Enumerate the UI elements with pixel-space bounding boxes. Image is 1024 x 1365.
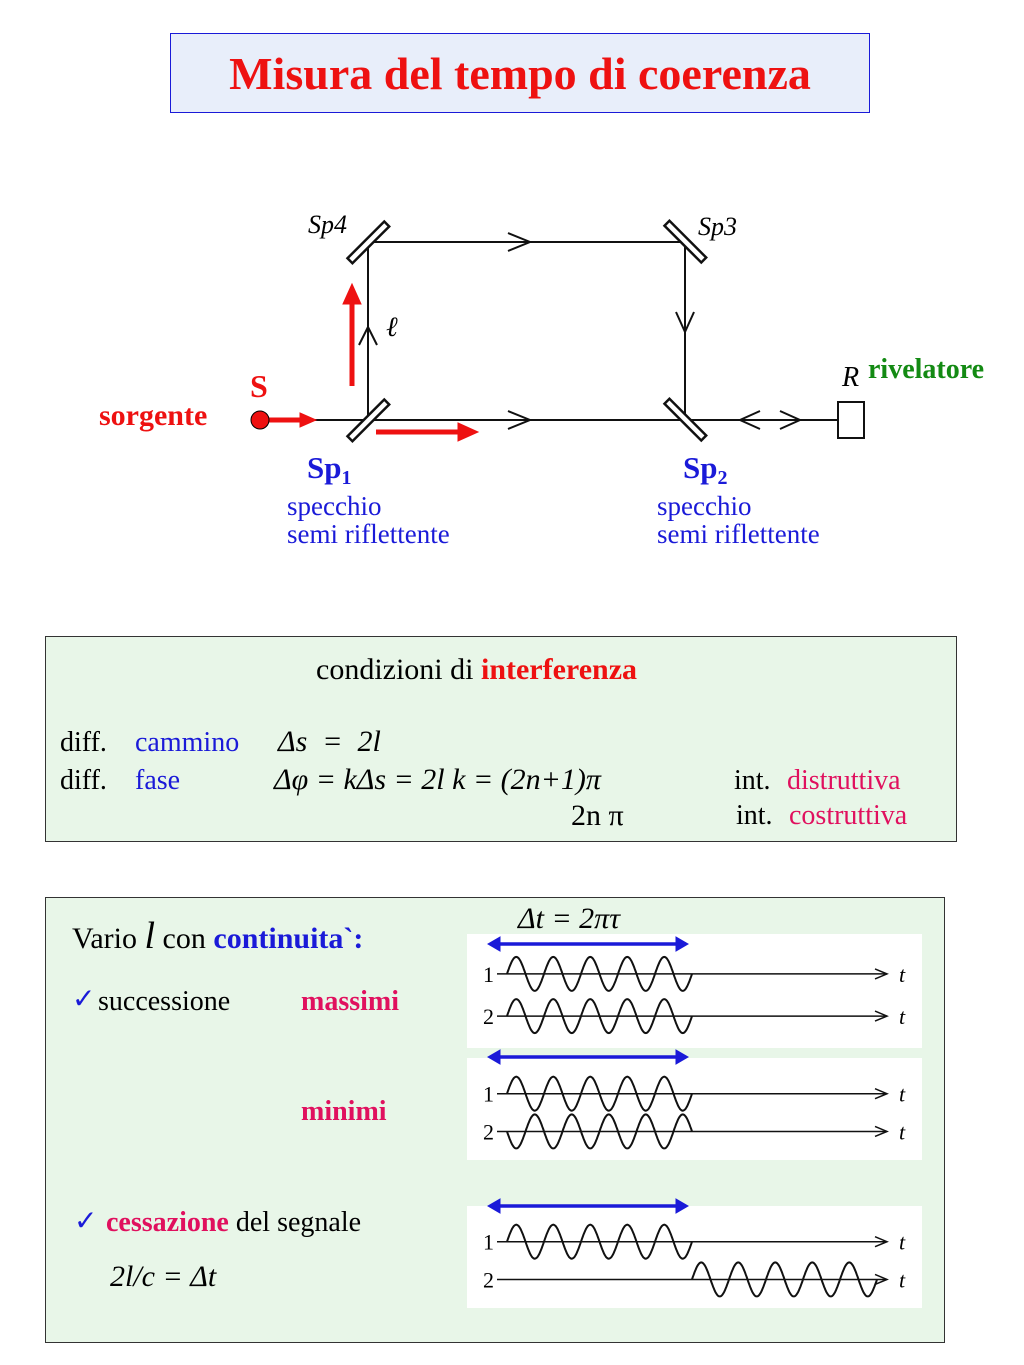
wave-train: [506, 1223, 693, 1260]
mirror-sp1: [345, 397, 391, 443]
delta-t-formula: Δt = 2πτ: [518, 902, 620, 935]
row2-int: int.: [734, 765, 771, 796]
wave-train: [506, 998, 693, 1035]
time-axis-label: t: [899, 1082, 906, 1107]
mid-arrow: [507, 410, 533, 430]
source-dot: [250, 410, 270, 430]
heading-l: l: [144, 915, 156, 957]
label-cessazione: cessazione: [106, 1207, 229, 1238]
time-axis-arrowhead: [874, 1125, 889, 1138]
red-arrow-up-head: [342, 282, 362, 305]
label-sp1-sub: 1: [341, 467, 352, 489]
row2-label: diff.: [60, 765, 107, 796]
row1-label: diff.: [60, 727, 107, 758]
wave-train: [506, 1075, 693, 1112]
label-rivelatore: rivelatore: [868, 354, 985, 385]
heading-con: con: [155, 922, 214, 955]
sp1-desc-line1: specchio: [287, 491, 382, 521]
wave-train: [506, 1113, 693, 1150]
wave-plot-maxima: 1 t 2 t: [483, 955, 906, 1035]
label-s: S: [250, 368, 268, 404]
time-axis-label: t: [899, 1004, 906, 1029]
cessazione-line: cessazione del segnale: [106, 1207, 361, 1239]
label-r: R: [842, 362, 860, 393]
time-axis-label: t: [899, 962, 906, 987]
continuity-heading: Vario l con continuita`:: [72, 914, 363, 958]
row2-formula: Δφ = kΔs = 2l k = (2n+1)π: [274, 763, 601, 796]
row1-formula: Δs = 2l: [278, 725, 381, 758]
red-arrow-right-head: [457, 422, 480, 442]
row1-term: cammino: [135, 727, 240, 758]
interferometer-diagram: [250, 219, 865, 443]
top-arrow: [507, 232, 533, 252]
relation-formula: 2l/c = Δt: [110, 1260, 217, 1293]
time-axis-arrowhead: [874, 1088, 889, 1100]
interference-conditions-panel: condizioni di interferenza diff. cammino…: [45, 636, 957, 842]
heading-vario: Vario: [72, 922, 145, 955]
row3-int: int.: [736, 800, 773, 831]
wave-row-label: 1: [483, 1230, 494, 1255]
continuity-panel: Vario l con continuita`: Δt = 2πτ ✓ succ…: [45, 897, 945, 1343]
time-axis-arrowhead: [874, 1010, 889, 1022]
sp2-desc-line1: specchio: [657, 491, 752, 521]
page-title: Misura del tempo di coerenza: [229, 47, 811, 99]
wave-box-minima: 1 t 2 t: [467, 1058, 922, 1160]
mirror-sp2: [662, 397, 708, 443]
mirror-sp4: [345, 219, 391, 265]
wave-plot-minima: 1 t 2 t: [483, 1075, 906, 1150]
title-box: Misura del tempo di coerenza: [170, 33, 870, 113]
sp1-description: specchio semi riflettente: [287, 492, 450, 548]
time-axis-arrowhead: [874, 1236, 889, 1248]
label-successione: successione: [98, 986, 231, 1017]
wave-box-cessation: 1 t 2 t: [467, 1206, 922, 1308]
conditions-heading: condizioni di interferenza: [316, 653, 637, 687]
label-sp4: Sp4: [308, 210, 347, 239]
down-arrow: [675, 311, 695, 335]
forward-arrow: [779, 410, 803, 430]
label-ell: ℓ: [386, 312, 398, 343]
time-axis-arrowhead: [874, 968, 889, 980]
label-sp2: Sp2: [683, 450, 727, 490]
wave-row-label: 2: [483, 1119, 494, 1144]
label-del-segnale: del segnale: [228, 1207, 362, 1238]
row3-formula: 2n π: [571, 799, 624, 832]
sp1-desc-line2: semi riflettente: [287, 519, 450, 549]
wave-row-label: 2: [483, 1267, 494, 1292]
time-axis-arrowhead: [874, 1273, 889, 1286]
check-icon: ✓: [72, 984, 96, 1015]
label-sp2-main: Sp: [683, 450, 718, 485]
label-massimi: massimi: [301, 986, 399, 1017]
wave-row-label: 1: [483, 1082, 494, 1107]
row3-type: costruttiva: [789, 800, 908, 831]
conditions-heading-bold: interferenza: [480, 653, 638, 686]
back-arrow: [737, 410, 761, 430]
label-sp1-main: Sp: [307, 450, 342, 485]
time-axis-label: t: [899, 1267, 906, 1292]
time-axis-label: t: [899, 1119, 906, 1144]
wave-train: [691, 1261, 878, 1298]
sp2-desc-line2: semi riflettente: [657, 519, 820, 549]
row2-term: fase: [135, 765, 181, 796]
label-sp2-sub: 2: [717, 467, 728, 489]
wave-train: [506, 955, 693, 992]
label-sp1: Sp1: [307, 450, 351, 490]
up-arrow: [358, 324, 378, 346]
label-sorgente: sorgente: [99, 399, 208, 432]
wave-row-label: 1: [483, 962, 494, 987]
time-axis-label: t: [899, 1230, 906, 1255]
row2-type: distruttiva: [787, 765, 901, 796]
mirror-sp3: [662, 219, 708, 265]
sp2-description: specchio semi riflettente: [657, 492, 820, 548]
detector-box: [837, 401, 865, 439]
wave-box-maxima: 1 t 2 t: [467, 934, 922, 1048]
wave-plot-cessation: 1 t 2 t: [483, 1223, 906, 1298]
heading-continuita: continuita`:: [213, 922, 364, 955]
conditions-heading-plain: condizioni di: [316, 653, 481, 686]
label-minimi: minimi: [301, 1096, 387, 1127]
wave-row-label: 2: [483, 1004, 494, 1029]
red-arrow-source-head: [299, 412, 318, 428]
check-icon: ✓: [74, 1206, 98, 1237]
label-sp3: Sp3: [698, 212, 737, 241]
